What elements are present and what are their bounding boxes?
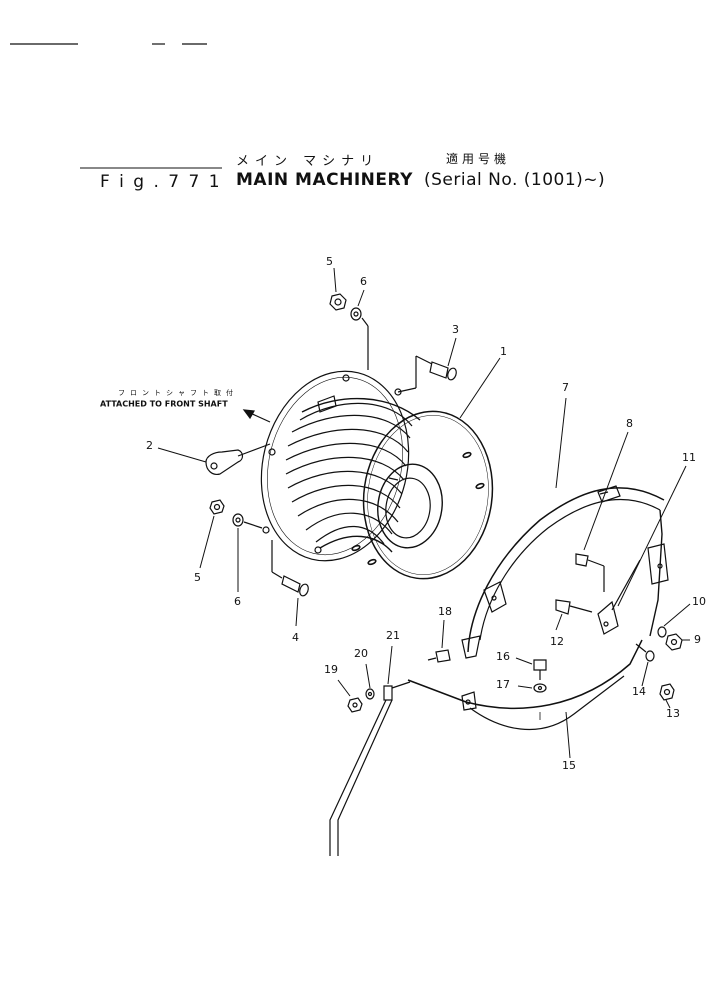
callout-5-bottom: 5 [194,571,201,584]
brake-rod [329,645,411,856]
front-shaft-arrow [242,409,271,423]
bolt-4 [271,540,309,627]
callout-18: 18 [438,605,452,618]
callout-15: 15 [562,759,576,772]
callout-20: 20 [354,647,368,660]
callout-12: 12 [550,635,564,648]
title-japanese: メイン マシナリ [236,154,380,169]
callout-10: 10 [692,595,706,608]
callout-13: 13 [666,707,680,720]
brake-linkage [597,465,687,637]
front-shaft-note-en: ATTACHED TO FRONT SHAFT [100,400,228,409]
callout-4: 4 [292,631,299,644]
callout-2: 2 [146,439,153,452]
callout-6-bottom: 6 [234,595,241,608]
callout-11: 11 [682,451,696,464]
figure-title: MAIN MACHINERY [236,170,413,190]
bolt-3 [397,337,457,393]
brake-band-lower [407,639,643,759]
bolt-16-washer-17 [515,657,547,693]
callout-21: 21 [386,629,400,642]
nut-washer-bottom [199,499,263,592]
serial-number-range: (Serial No. (1001)~) [424,170,606,190]
callout-1: 1 [500,345,507,358]
callout-9: 9 [694,633,701,646]
anchor-bracket [157,443,271,475]
callout-labels: 1 2 3 4 5 5 6 6 7 8 9 10 11 12 13 14 15 … [100,255,706,772]
callout-16: 16 [496,650,510,663]
top-rule-lines [10,43,222,169]
nut-washer-top [329,267,369,370]
callout-17: 17 [496,678,510,691]
winch-drum [260,357,501,580]
applicable-serial-japanese: 適用号機 [446,152,511,166]
callout-7: 7 [562,381,569,394]
hardware-right [635,603,691,709]
pin-8 [575,431,629,592]
brake-band [461,397,665,659]
figure-label: F i g . 7 7 1 [100,172,222,192]
callout-3: 3 [452,323,459,336]
callout-6-top: 6 [360,275,367,288]
callout-19: 19 [324,663,338,676]
callout-5-top: 5 [326,255,333,268]
callout-14: 14 [632,685,646,698]
callout-8: 8 [626,417,633,430]
bolt-18 [427,619,451,663]
pin-12 [555,599,593,631]
front-shaft-note-jp: フロントシャフト取付 [118,388,238,397]
